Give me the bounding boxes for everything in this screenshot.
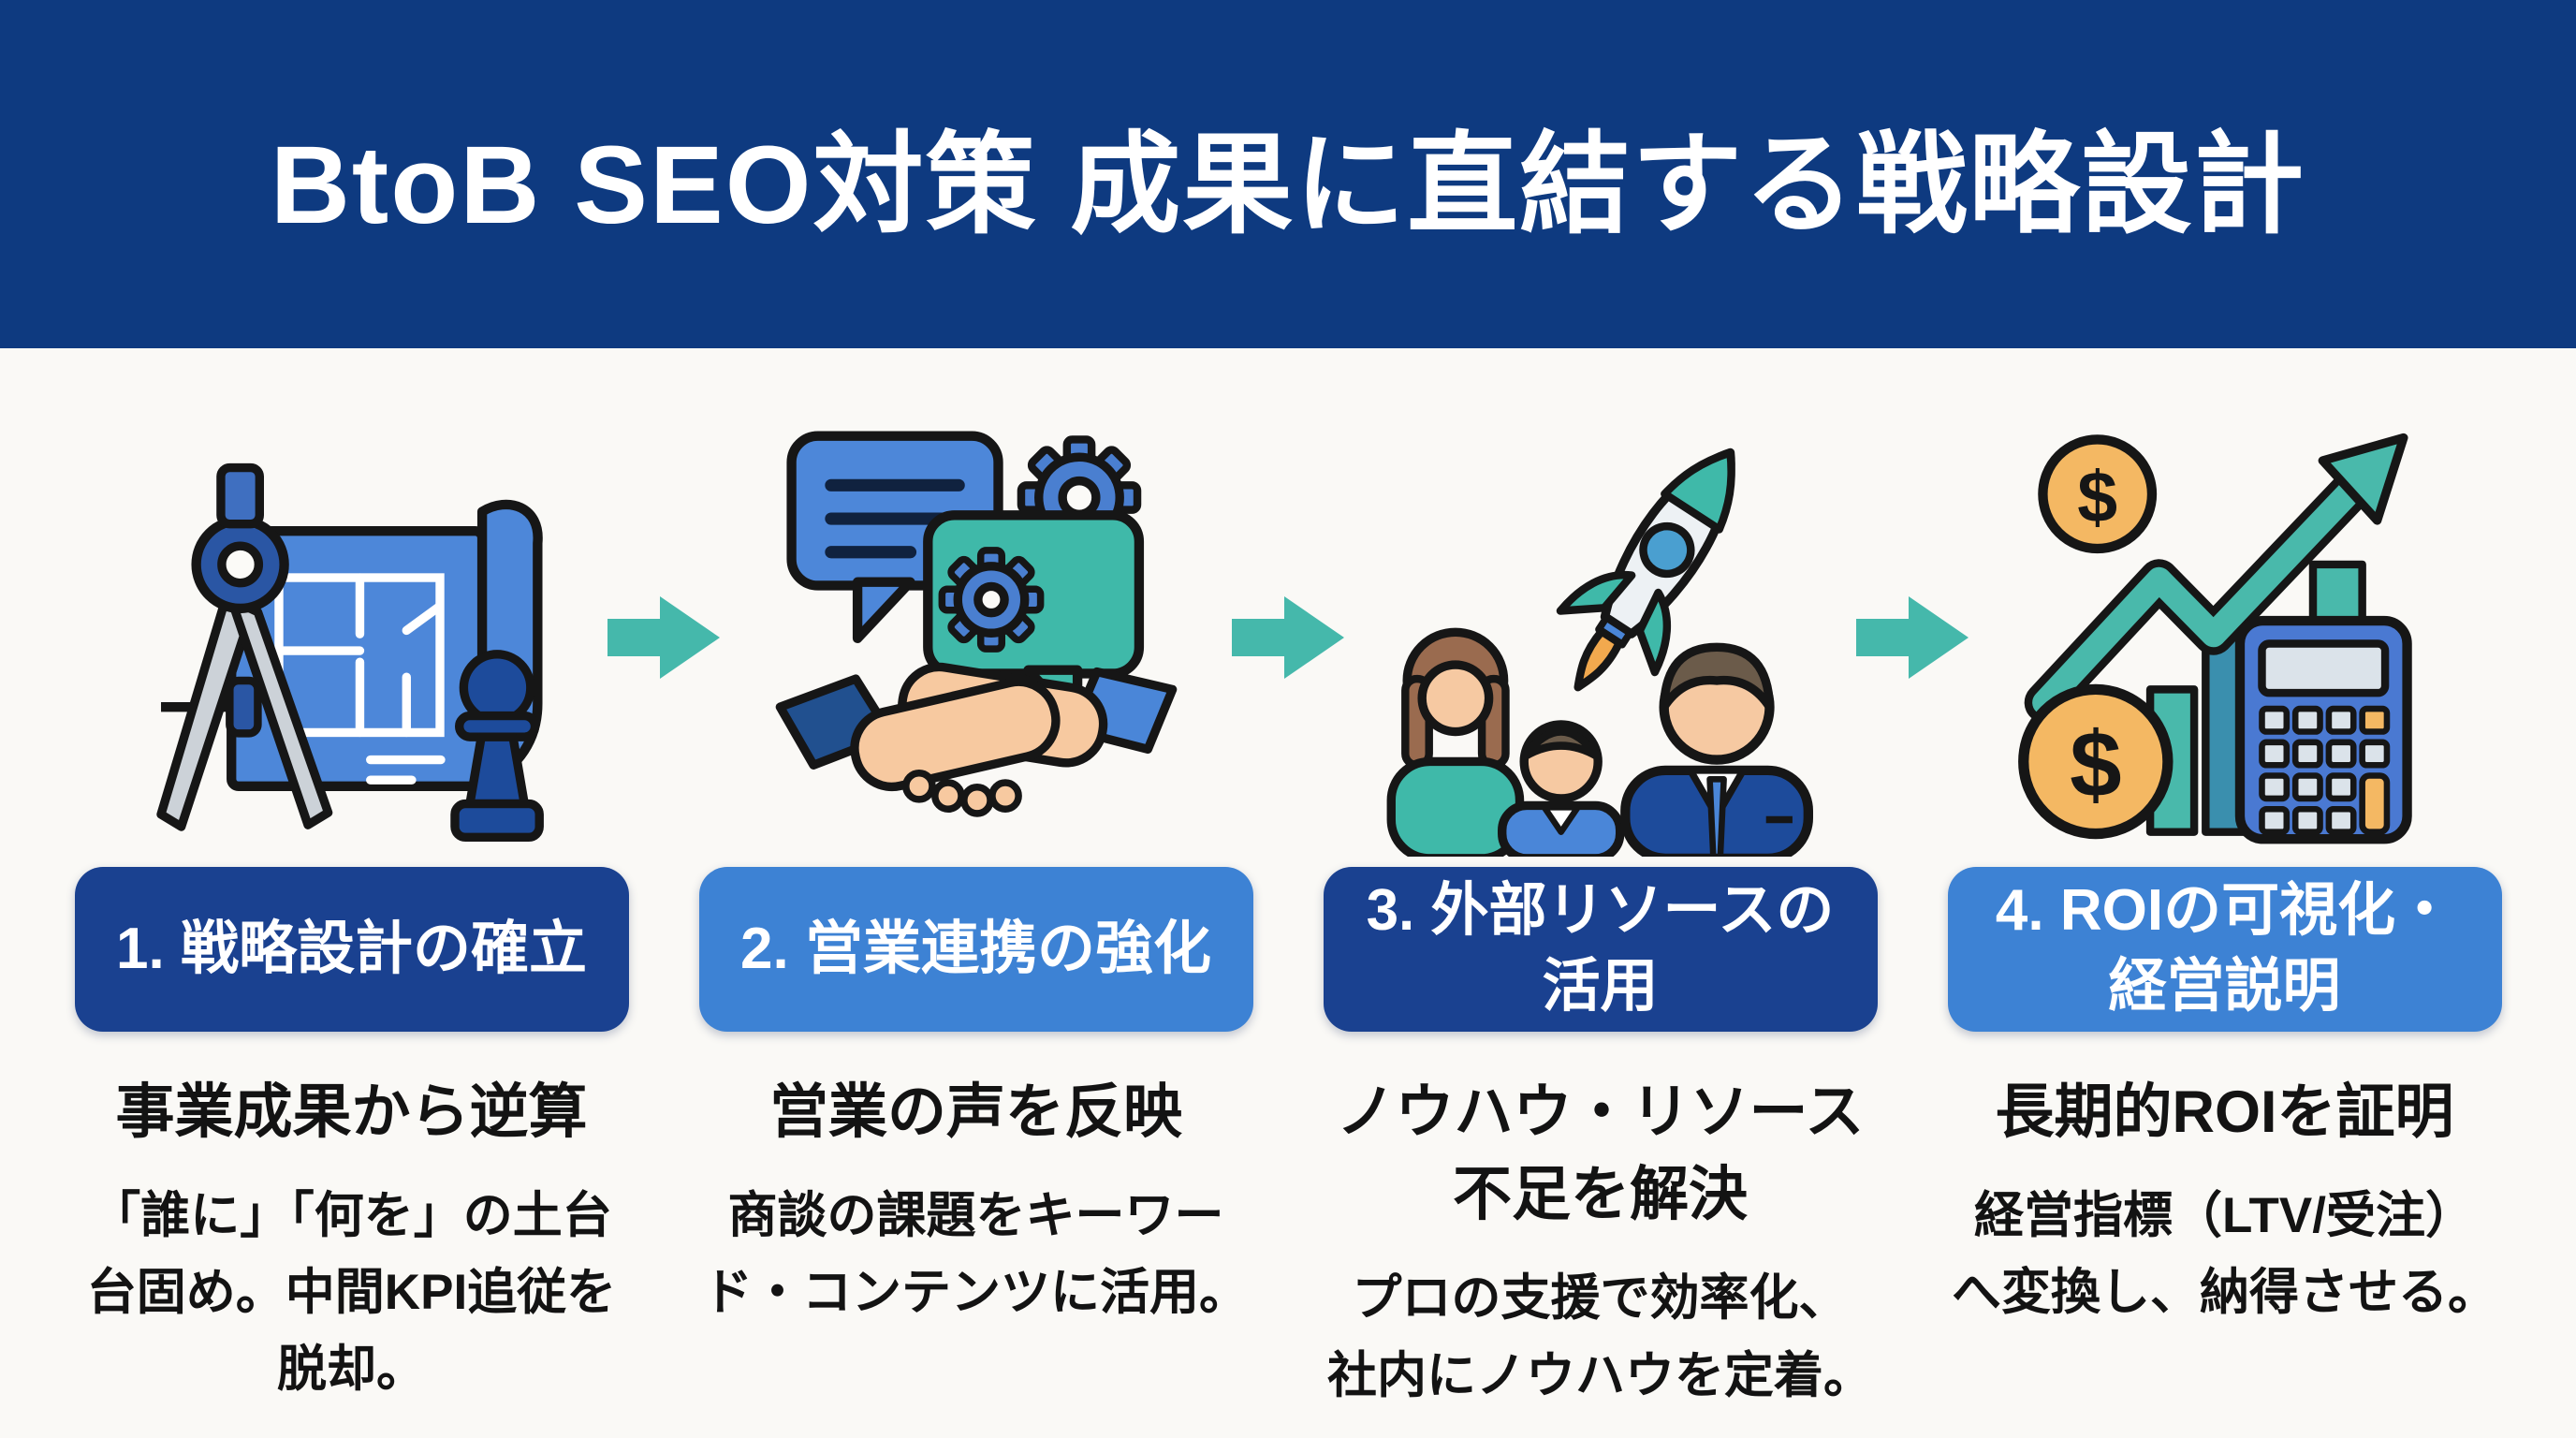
title-banner: BtoB SEO対策 成果に直結する戦略設計 [0,0,2576,348]
coins-chart-calculator-icon: $ $ [2017,433,2412,844]
svg-text:$: $ [2077,457,2117,537]
flow-right-arrow-icon [1231,596,1344,679]
step-4-icon-area: $ $ [1948,406,2502,867]
step-2-subtitle: 営業の声を反映 [769,1079,1182,1145]
step-1-badge: 1. 戦略設計の確立 [74,867,629,1032]
step-1-icon-area [75,406,629,867]
step-3-subtitle: ノウハウ・リソース 不足を解決 [1336,1079,1865,1228]
step-2-icon-area [699,406,1253,867]
flow-arrow-1 [607,406,720,867]
speech-gears-handshake-icon [775,431,1177,817]
step-2-description: 商談の課題をキーワー ド・コンテンツに活用。 [703,1188,1249,1321]
step-2-column: 2. 営業連携の強化 営業の声を反映 商談の課題をキーワー ド・コンテンツに活用… [698,406,1253,1331]
flow-arrow-3 [1855,406,1969,867]
process-flow: 1. 戦略設計の確立 事業成果から逆算 「誰に」「何を」の土台 台固め。中間KP… [74,348,2502,1415]
blueprint-compass-pawn-icon [155,462,544,843]
step-3-description: プロの支援で効率化、 社内にノウハウを定着。 [1327,1270,1873,1403]
step-4-subtitle: 長期的ROIを証明 [1995,1079,2454,1145]
page-title: BtoB SEO対策 成果に直結する戦略設計 [270,123,2306,247]
step-3-icon-area [1324,406,1878,867]
step-1-column: 1. 戦略設計の確立 事業成果から逆算 「誰に」「何を」の土台 台固め。中間KP… [74,406,629,1409]
svg-text:$: $ [2070,713,2121,817]
step-3-column: 3. 外部リソースの 活用 ノウハウ・リソース 不足を解決 プロの支援で効率化、… [1323,406,1878,1415]
step-4-column: $ $ 4. ROIの可視化・ 経営説明 長期的ROIを証明 経営指標（LTV/… [1947,406,2502,1331]
step-2-badge: 2. 営業連携の強化 [698,867,1253,1032]
step-4-description: 経営指標（LTV/受注） へ変換し、納得させる。 [1952,1188,2497,1321]
step-4-badge: 4. ROIの可視化・ 経営説明 [1947,867,2502,1032]
flow-right-arrow-icon [1855,596,1969,679]
step-1-description: 「誰に」「何を」の土台 台固め。中間KPI追従を 脱却。 [86,1188,617,1398]
step-1-subtitle: 事業成果から逆算 [115,1079,588,1145]
flow-arrow-2 [1231,406,1344,867]
flow-right-arrow-icon [607,596,720,679]
step-3-badge: 3. 外部リソースの 活用 [1323,867,1878,1032]
team-rocket-icon [1386,448,1813,857]
